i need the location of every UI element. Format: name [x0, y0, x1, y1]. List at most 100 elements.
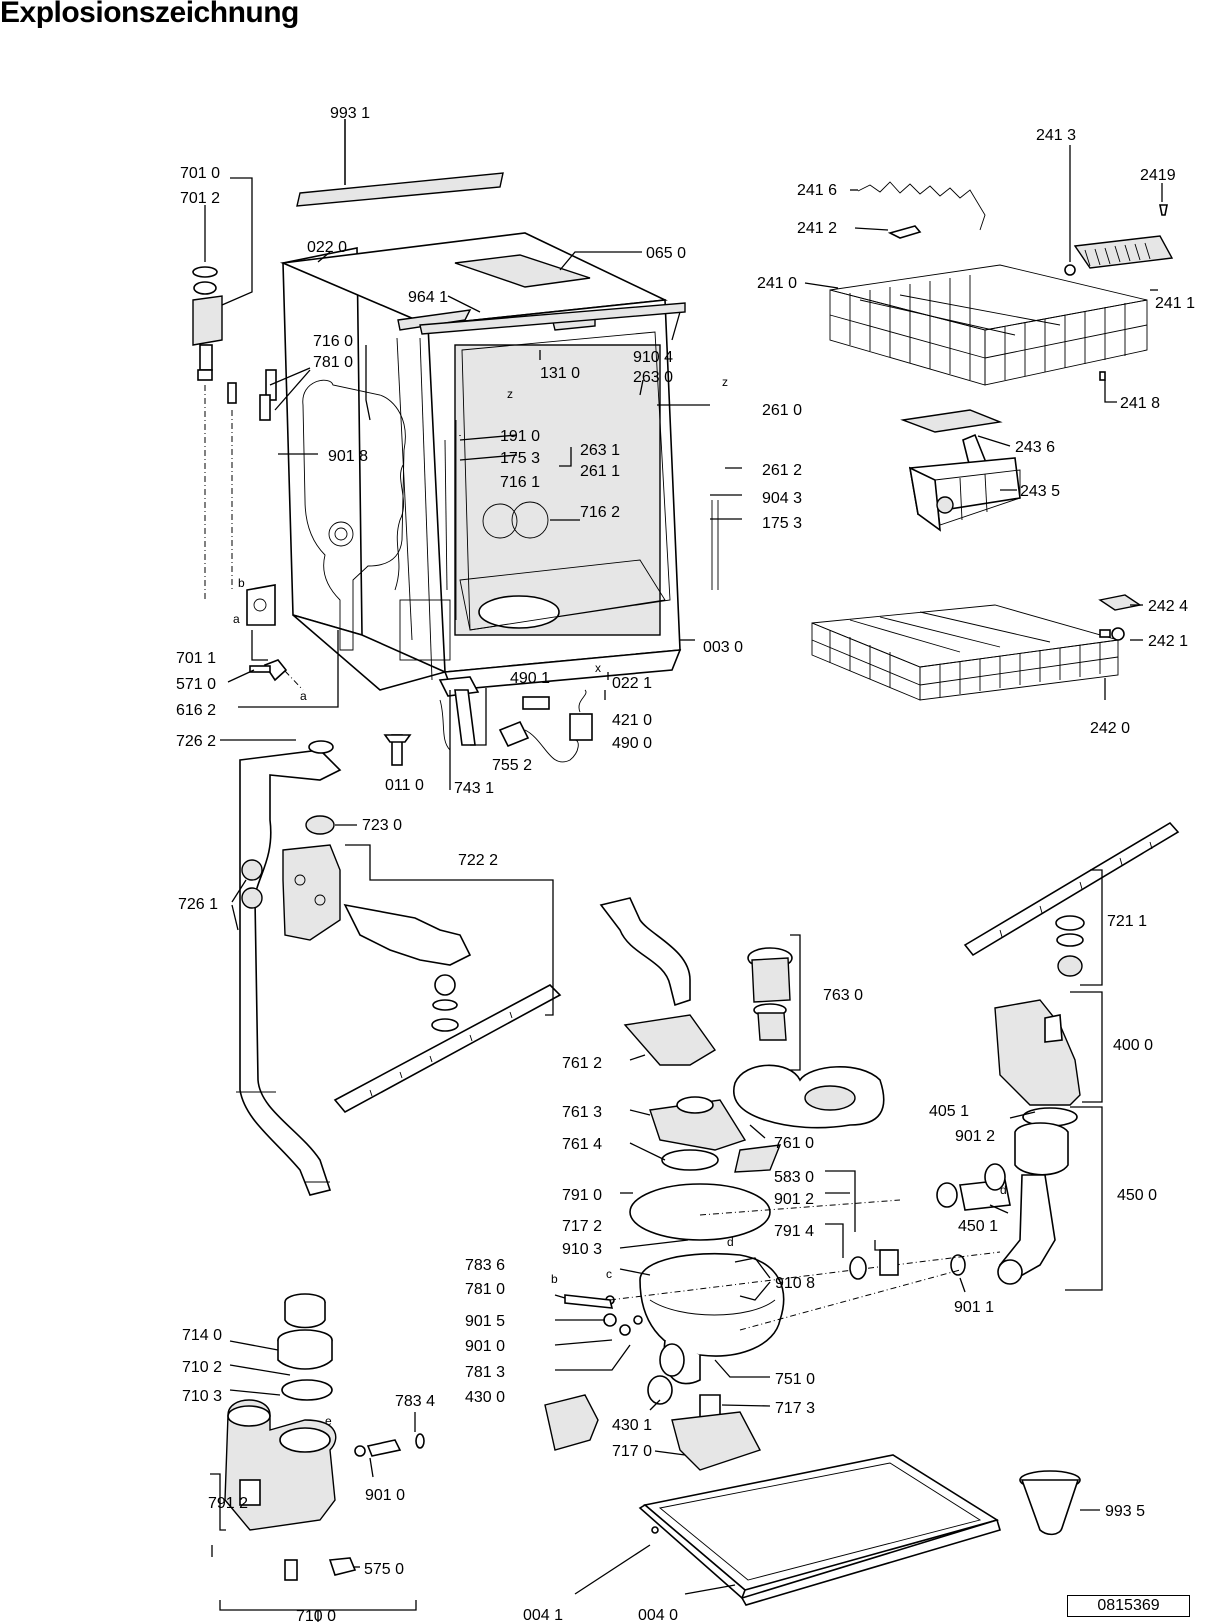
label-261-2: 261 2 — [762, 462, 802, 479]
label-761-4: 761 4 — [562, 1136, 602, 1153]
label-781-0: 781 0 — [313, 354, 353, 371]
label-716-1: 716 1 — [500, 474, 540, 491]
label-701-1: 701 1 — [176, 650, 216, 667]
label-993-1: 993 1 — [330, 105, 370, 122]
label-191-0: 191 0 — [500, 428, 540, 445]
lower-spray-arm-part — [963, 821, 1180, 986]
label-910-8: 910 8 — [775, 1275, 815, 1292]
drawing-reference-number: 0815369 — [1067, 1595, 1190, 1617]
tub-frame-part — [279, 232, 719, 766]
label-243-5: 243 5 — [1020, 483, 1060, 500]
label-791-2: 791 2 — [208, 1495, 248, 1512]
label-261-1: 261 1 — [580, 463, 620, 480]
label-781-0-b: 781 0 — [465, 1281, 505, 1298]
label-910-3: 910 3 — [562, 1241, 602, 1258]
upper-spray-arm-part — [282, 815, 562, 1114]
label-701-2: 701 2 — [180, 190, 220, 207]
label-616-2: 616 2 — [176, 702, 216, 719]
leader-lines-center — [554, 1170, 856, 1456]
label-716-0: 716 0 — [313, 333, 353, 350]
hinge-assembly-part — [192, 266, 304, 691]
water-duct-part — [236, 740, 342, 1196]
label-571-0: 571 0 — [176, 676, 216, 693]
circulation-pump-part — [936, 991, 1103, 1293]
label-241-8: 241 8 — [1120, 395, 1160, 412]
letter-e: e — [325, 1414, 332, 1428]
letter-a-2: a — [300, 689, 307, 703]
label-701-0: 701 0 — [180, 165, 220, 182]
label-710-0: 710 0 — [296, 1608, 336, 1622]
label-243-6: 243 6 — [1015, 439, 1055, 456]
label-901-0: 901 0 — [465, 1338, 505, 1355]
label-400-0: 400 0 — [1113, 1037, 1153, 1054]
label-901-1: 901 1 — [954, 1299, 994, 1316]
letter-d-1: d — [727, 1235, 734, 1249]
letter-z-2: z — [722, 375, 728, 389]
label-175-3-b: 175 3 — [762, 515, 802, 532]
label-910-4: 910 4 — [633, 349, 673, 366]
base-tray-part — [574, 1454, 1001, 1606]
label-241-1: 241 1 — [1155, 295, 1195, 312]
label-575-0: 575 0 — [364, 1561, 404, 1578]
sump-housing-part — [544, 1183, 1001, 1471]
label-175-3-a: 175 3 — [500, 450, 540, 467]
label-717-2: 717 2 — [562, 1218, 602, 1235]
letter-d-2: d — [1000, 1183, 1007, 1197]
label-722-2: 722 2 — [458, 852, 498, 869]
letter-x: x — [595, 661, 601, 675]
label-242-0: 242 0 — [1090, 720, 1130, 737]
label-791-0: 791 0 — [562, 1187, 602, 1204]
label-065-0: 065 0 — [646, 245, 686, 262]
lower-basket-part — [811, 594, 1142, 701]
cutlery-basket-part — [900, 409, 1021, 532]
label-901-2-b: 901 2 — [774, 1191, 814, 1208]
label-022-1: 022 1 — [612, 675, 652, 692]
label-430-1: 430 1 — [612, 1417, 652, 1434]
part-labels: 993 1 701 0 701 2 022 0 065 0 964 1 716 … — [176, 105, 1195, 1622]
label-003-0: 003 0 — [703, 639, 743, 656]
label-783-6: 783 6 — [465, 1257, 505, 1274]
label-004-0: 004 0 — [638, 1607, 678, 1622]
label-241-2: 241 2 — [797, 220, 837, 237]
label-783-4: 783 4 — [395, 1393, 435, 1410]
water-softener-part — [210, 1293, 425, 1622]
label-755-2: 755 2 — [492, 757, 532, 774]
label-430-0: 430 0 — [465, 1389, 505, 1406]
label-263-1: 263 1 — [580, 442, 620, 459]
label-242-1: 242 1 — [1148, 633, 1188, 650]
label-726-2: 726 2 — [176, 733, 216, 750]
label-710-2: 710 2 — [182, 1359, 222, 1376]
letter-a-1: a — [233, 612, 240, 626]
label-901-5: 901 5 — [465, 1313, 505, 1330]
label-751-0: 751 0 — [775, 1371, 815, 1388]
label-761-3: 761 3 — [562, 1104, 602, 1121]
label-241-3: 241 3 — [1036, 127, 1076, 144]
label-421-0: 421 0 — [612, 712, 652, 729]
label-004-1: 004 1 — [523, 1607, 563, 1622]
label-723-0: 723 0 — [362, 817, 402, 834]
label-583-0: 583 0 — [774, 1169, 814, 1186]
upper-basket-part — [829, 181, 1174, 386]
letter-b-2: b — [551, 1272, 558, 1286]
letter-z-1: z — [507, 387, 513, 401]
label-490-0: 490 0 — [612, 735, 652, 752]
label-241-0: 241 0 — [757, 275, 797, 292]
page-title: Explosionszeichnung — [0, 0, 299, 29]
label-241-6: 241 6 — [797, 182, 837, 199]
leader-lines-mid-left — [231, 824, 554, 1016]
label-022-0: 022 0 — [307, 239, 347, 256]
top-gasket-part — [296, 119, 504, 207]
label-450-0: 450 0 — [1117, 1187, 1157, 1204]
label-261-0: 261 0 — [762, 402, 802, 419]
label-714-0: 714 0 — [182, 1327, 222, 1344]
label-717-0: 717 0 — [612, 1443, 652, 1460]
label-263-0: 263 0 — [633, 369, 673, 386]
letter-c: c — [606, 1267, 612, 1281]
label-405-1: 405 1 — [929, 1103, 969, 1120]
label-761-2: 761 2 — [562, 1055, 602, 1072]
label-717-3: 717 3 — [775, 1400, 815, 1417]
label-993-5: 993 5 — [1105, 1503, 1145, 1520]
label-901-2-a: 901 2 — [955, 1128, 995, 1145]
mains-filter-part — [498, 689, 593, 763]
